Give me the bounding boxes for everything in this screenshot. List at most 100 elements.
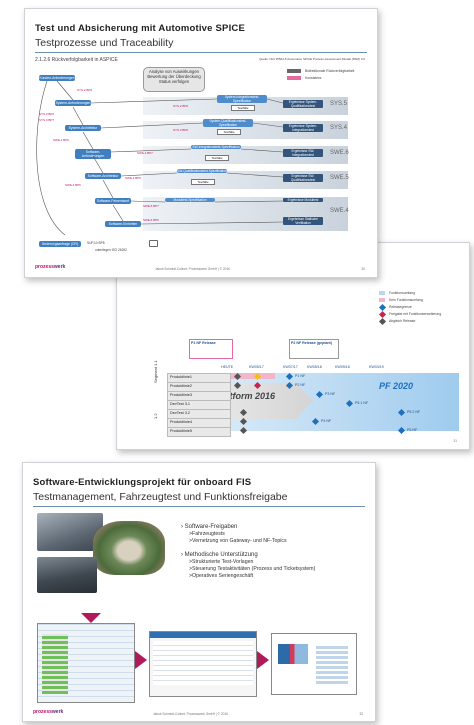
- trace-connectors: [36, 80, 284, 236]
- box-sw-detail: Software-Feinentwurf: [95, 198, 131, 204]
- screenshot-test-tool: [37, 623, 135, 703]
- arrow-right: [135, 651, 147, 669]
- bullet-list: › Software-Freigaben >Fahrzeugtests >Ver…: [181, 523, 315, 580]
- bp-label: SWE.1 BP6: [53, 138, 69, 142]
- slide1-page: 30: [361, 267, 365, 271]
- bp-label: SYS.3 BP6: [39, 112, 55, 116]
- box-sys-qual-results: Ergebnisse System-Qualifikationstest: [283, 100, 323, 108]
- box-sw-integ-spec: SW-Integrationstest-Spezifikation: [191, 145, 241, 149]
- bp-label: SWE.3 BP5: [125, 176, 141, 180]
- marker-label: P1 NF: [295, 374, 306, 378]
- bp-label: SYS.3 BP6: [173, 128, 189, 132]
- band-swe4: [143, 197, 348, 231]
- screenshot-ticket-system: [149, 631, 257, 697]
- bottom-note: unterliegen ISO 26262: [95, 248, 127, 252]
- testcase-3: Testfälle: [205, 155, 229, 161]
- level-swe5: SWE.5: [330, 175, 349, 181]
- level-sys4: SYS.4: [330, 125, 348, 131]
- legend-item: Funktionsumfang: [389, 291, 416, 295]
- analysis-callout: Analyse von Auswirkungen Bewertung der Ü…: [143, 67, 205, 92]
- box-change-request: Änderungsanfrage (CR): [39, 241, 81, 247]
- slide1-footer: Jakob Schmidt-Colinet, Prozesswerk GmbH …: [155, 267, 230, 271]
- box-system-req: System-Anforderungen: [55, 100, 91, 106]
- bp-label: SWE.4 BP5: [65, 183, 81, 187]
- box-sw-integ-results: Ergebnisse SW-Integrationstest: [283, 149, 323, 157]
- box-static-verif-results: Ergebnisse Statische Verifikation: [283, 217, 323, 225]
- photo-camouflaged-car: [37, 513, 103, 551]
- box-sw-units: Software-Einheiten: [105, 221, 141, 227]
- box-sw-qual-results: Ergebnisse SW-Qualifikationstest: [283, 174, 323, 182]
- marker-label: P5.2 NF: [407, 410, 421, 414]
- box-sys-integ-spec: System-Integrationstest-Spezifikation: [217, 95, 267, 103]
- group-label: Segment 1.1: [153, 360, 158, 383]
- slide1-title: Test und Absicherung mit Automotive SPIC…: [35, 23, 246, 34]
- slide1-subtitle: Testprozesse und Traceability: [35, 37, 174, 49]
- marker-label: P2 NF: [295, 383, 306, 387]
- bp-label: SWE.2 BP7: [137, 151, 153, 155]
- marker-label: P5.1 NF: [355, 401, 369, 405]
- legend-item: Releasegrenze: [389, 305, 412, 309]
- database-icon: [149, 240, 158, 247]
- bp-label: SWE.6 BP5: [143, 218, 159, 222]
- legend-swatch: [379, 291, 385, 295]
- bullet-sub: >Steuerung Testaktivitäten (Prozess und …: [189, 566, 316, 572]
- legend-swatch: [379, 298, 385, 302]
- slide3-footer: Jakob Schmidt-Colinet, Prozesswerk GmbH …: [153, 712, 228, 716]
- arrow-down: [81, 613, 101, 623]
- screenshot-report: [271, 633, 357, 695]
- slide3-subtitle: Testmanagement, Fahrzeugtest und Funktio…: [33, 491, 288, 503]
- source-note: Quelle: ISO 15504-5 Automotive SPICE Pro…: [259, 57, 365, 61]
- slide2-page: 31: [453, 439, 457, 443]
- legend-swatch-trace: [287, 69, 301, 73]
- bullet-method-support: › Methodische Unterstützung: [181, 552, 258, 558]
- col-header: KW05/18: [307, 365, 322, 369]
- pink-segment: [229, 373, 275, 379]
- release-box-p1: P1 NF Release: [189, 339, 233, 359]
- box-sw-qual-spec: SW-Qualifikationstest-Spezifikation: [177, 169, 227, 173]
- bullet-sub: >Fahrzeugtests: [189, 531, 225, 537]
- marker-label: P5 NF: [407, 428, 418, 432]
- legend-swatch-consistency: [287, 76, 301, 80]
- platform-2016-label: Plattform 2016: [213, 391, 276, 401]
- bp-label: SYS.3 BP7: [39, 118, 55, 122]
- photo-test-vehicle: [37, 557, 97, 593]
- legend-consistency: Konsistenz: [305, 76, 322, 80]
- legend-item: Kein Funktionsumfang: [389, 298, 423, 302]
- box-system-arch: System-Architektur: [65, 125, 101, 131]
- slide3-title: Software-Entwicklungsprojekt für onboard…: [33, 477, 252, 488]
- bottom-note: SUP.10 BP8: [87, 241, 105, 245]
- bullet-sub: >Vernetzung von Gateway- und NF-Topics: [189, 538, 287, 544]
- photo-test-track: [93, 521, 165, 575]
- title-rule: [35, 52, 367, 53]
- section-label: 2.1.2.6 Rückverfolgbarkeit in ASPICE: [35, 57, 118, 63]
- col-header: KW03/19: [369, 365, 384, 369]
- testcase-2: Testfälle: [217, 129, 241, 135]
- testcase-4: Testfälle: [191, 179, 215, 185]
- box-module-spec: Modultest-Spezifikation: [165, 198, 215, 202]
- legend-item: Abgleich Release: [389, 319, 416, 323]
- box-sys-qual-spec: System-Qualifikationstest-Spezifikation: [203, 119, 253, 127]
- box-customer-req: Kunden-Anforderungen: [39, 75, 75, 81]
- marker-label: P3 NF: [325, 392, 336, 396]
- group-label: 1.2: [153, 413, 158, 419]
- slide-fis-project: Software-Entwicklungsprojekt für onboard…: [22, 462, 376, 722]
- pf-2020-label: PF 2020: [379, 381, 414, 391]
- slide-traceability: Test und Absicherung mit Automotive SPIC…: [24, 8, 378, 278]
- col-header: HEUTE: [221, 365, 234, 369]
- bullet-software-release: › Software-Freigaben: [181, 524, 238, 530]
- testcase-1: Testfälle: [231, 105, 255, 111]
- row-produktlinie5: Produktlinie5: [167, 427, 231, 437]
- legend-trace: Bidirektionale Rückverfolgbarkeit: [305, 69, 355, 73]
- level-swe6: SWE.6: [330, 150, 349, 156]
- slide3-page: 32: [359, 712, 363, 716]
- bullet-sub: >Strukturierte Test-Vorlagen: [189, 559, 254, 565]
- bullet-sub: >Operatives Seriengeschäft: [189, 573, 254, 579]
- level-sys5: SYS.5: [330, 101, 348, 107]
- legend-item: Freigabe mit Funktionserweiterung: [389, 312, 442, 316]
- bp-label: SYS.2 BP6: [173, 104, 189, 108]
- release-box-p2: P2 NF Release (geplant): [289, 339, 339, 359]
- box-sw-arch: Software-Architektur: [85, 173, 121, 179]
- box-sys-integ-results: Ergebnisse System-Integrationstest: [283, 124, 323, 132]
- level-swe4: SWE.4: [330, 208, 349, 214]
- box-module-results: Ergebnisse Modultest: [283, 198, 323, 202]
